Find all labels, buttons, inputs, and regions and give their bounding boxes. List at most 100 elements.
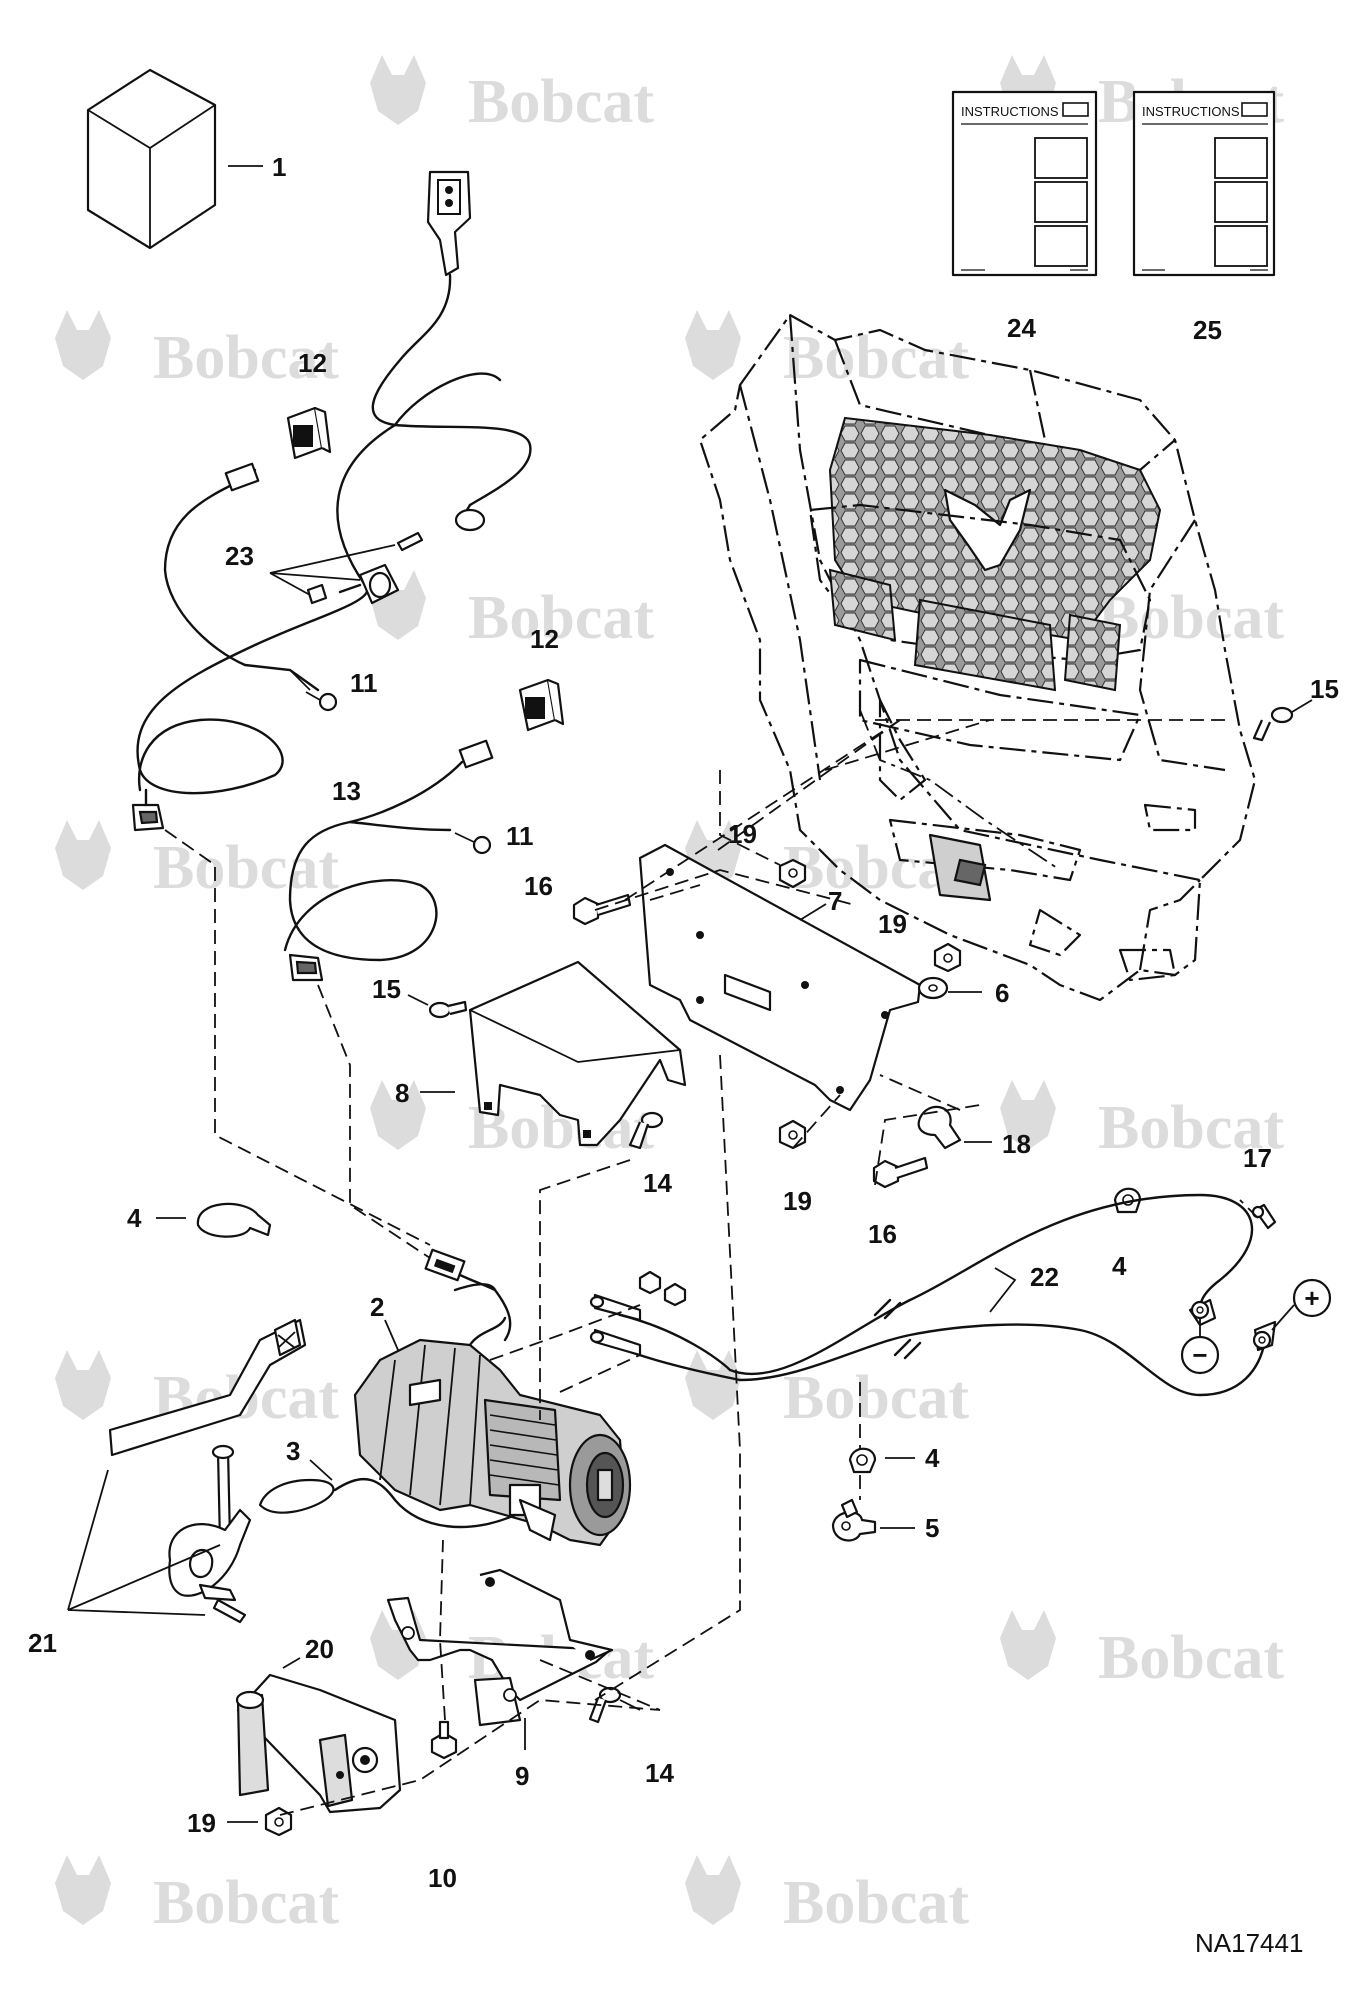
- part-2-winch: [353, 1283, 632, 1547]
- callout-16: 16: [868, 1219, 897, 1249]
- part-6-washer: [917, 976, 982, 1000]
- part-19-nut-d: [227, 1806, 293, 1837]
- callout-8: 8: [395, 1078, 409, 1108]
- watermark-logo: Bobcat: [370, 570, 654, 652]
- callout-19: 19: [728, 819, 757, 849]
- callout-14: 14: [643, 1168, 672, 1198]
- part-19-nut-a: [778, 858, 807, 889]
- part-3-wire-rope: [258, 1459, 517, 1529]
- watermark-logo: Bobcat: [55, 310, 339, 392]
- part-18-clamp: [917, 1105, 992, 1150]
- part-14-bolt-a: [628, 1111, 664, 1150]
- part-1-kit-box: [86, 68, 263, 250]
- instructions-sheet-25: INSTRUCTIONS: [1132, 90, 1276, 277]
- callout-22: 22: [1030, 1262, 1059, 1292]
- part-15-bolt-b: [407, 994, 468, 1019]
- part-4-cable-tie-a: [156, 1202, 272, 1238]
- watermark-text: Bobcat: [783, 1364, 969, 1432]
- part-16-bolt-a: [572, 893, 632, 926]
- callout-23: 23: [225, 541, 254, 571]
- watermark-text: Bobcat: [1098, 1624, 1284, 1692]
- callout-11: 11: [506, 821, 534, 851]
- part-4-cable-tie-c: [848, 1447, 915, 1474]
- callout-15: 15: [372, 974, 401, 1004]
- part-15-bolt-a: [1252, 699, 1313, 742]
- callout-9: 9: [515, 1761, 529, 1791]
- part-13-branch-harness: [283, 739, 494, 982]
- watermark-logo: Bobcat: [55, 1855, 339, 1937]
- part-8-winch-cover: [420, 960, 687, 1147]
- drawing-number: NA17441: [1195, 1928, 1303, 1958]
- watermark-layer: Bobcat Bobcat Bobcat Bobcat Bobcat Bobca…: [55, 55, 1284, 1937]
- negative-terminal-symbol: −: [1192, 1340, 1207, 1370]
- callout-4: 4: [127, 1203, 142, 1233]
- part-11-ring-terminal-a: [305, 691, 338, 712]
- callout-12: 12: [530, 624, 559, 654]
- callout-13: 13: [332, 776, 361, 806]
- part-5-cable-clamp: [831, 1498, 915, 1542]
- positive-terminal-symbol: +: [1304, 1283, 1319, 1313]
- watermark-logo: Bobcat: [1000, 1080, 1284, 1162]
- assembly-lines: [164, 709, 1259, 1816]
- watermark-text: Bobcat: [1098, 584, 1284, 652]
- instructions-sheet-24: INSTRUCTIONS: [951, 90, 1098, 277]
- battery-positive-terminal-icon: +: [1271, 1278, 1332, 1331]
- part-19-nut-c: [778, 1119, 807, 1150]
- callout-6: 6: [995, 978, 1009, 1008]
- instructions-title: INSTRUCTIONS: [1142, 104, 1240, 119]
- callout-16: 16: [524, 871, 553, 901]
- watermark-text: Bobcat: [468, 68, 654, 136]
- callout-14: 14: [645, 1758, 674, 1788]
- part-12-connector-plug-a: [286, 406, 332, 460]
- part-23-socket-mount: [269, 531, 424, 605]
- instructions-title: INSTRUCTIONS: [961, 104, 1059, 119]
- watermark-text: Bobcat: [1098, 1094, 1284, 1162]
- callout-12: 12: [298, 348, 327, 378]
- watermark-logo: Bobcat: [1000, 1610, 1284, 1692]
- callout-19: 19: [187, 1808, 216, 1838]
- callout-5: 5: [925, 1513, 939, 1543]
- callout-4: 4: [1112, 1251, 1127, 1281]
- callout-10: 10: [428, 1863, 457, 1893]
- callout-24: 24: [1007, 313, 1036, 343]
- callout-18: 18: [1002, 1129, 1031, 1159]
- part-9-winch-mount-bracket: [386, 1568, 614, 1750]
- watermark-logo: Bobcat: [55, 820, 339, 902]
- watermark-logo: Bobcat: [685, 310, 969, 392]
- machine-front-grille: [698, 313, 1257, 1002]
- watermark-logo: Bobcat: [685, 1350, 969, 1432]
- watermark-logo: Bobcat: [370, 55, 654, 136]
- watermark-text: Bobcat: [153, 834, 339, 902]
- part-21-leaders: [67, 1469, 221, 1616]
- callout-11: 11: [350, 668, 378, 698]
- watermark-text: Bobcat: [153, 1869, 339, 1937]
- handheld-remote-control: [371, 170, 532, 507]
- watermark-text: Bobcat: [783, 1869, 969, 1937]
- callout-4: 4: [925, 1443, 940, 1473]
- watermark-logo: Bobcat: [685, 1855, 969, 1937]
- callout-1: 1: [272, 152, 286, 182]
- part-16-bolt-b: [872, 1156, 929, 1189]
- callout-25: 25: [1193, 315, 1222, 345]
- callout-19: 19: [783, 1186, 812, 1216]
- watermark-logo: Bobcat: [1000, 570, 1284, 652]
- watermark-text: Bobcat: [468, 584, 654, 652]
- winch-control-plug: [424, 1248, 497, 1292]
- callout-17: 17: [1243, 1143, 1272, 1173]
- watermark-text: Bobcat: [783, 324, 969, 392]
- part-20-roller-fairlead: [235, 1657, 402, 1814]
- callout-20: 20: [305, 1634, 334, 1664]
- callout-21: 21: [28, 1628, 57, 1658]
- part-19-nut-b: [933, 942, 962, 973]
- callout-3: 3: [286, 1436, 300, 1466]
- part-10-bolt: [430, 1720, 458, 1760]
- battery-negative-terminal-icon: −: [1180, 1318, 1220, 1375]
- part-12-connector-plug-b: [518, 678, 565, 732]
- watermark-text: Bobcat: [153, 324, 339, 392]
- callout-labels: 1 24 25 12 23 11 12 13 11 15 19 16 7 19 …: [28, 152, 1339, 1893]
- part-21-strap: [108, 1318, 307, 1457]
- callout-15: 15: [1310, 674, 1339, 704]
- part-21-hook: [168, 1444, 252, 1624]
